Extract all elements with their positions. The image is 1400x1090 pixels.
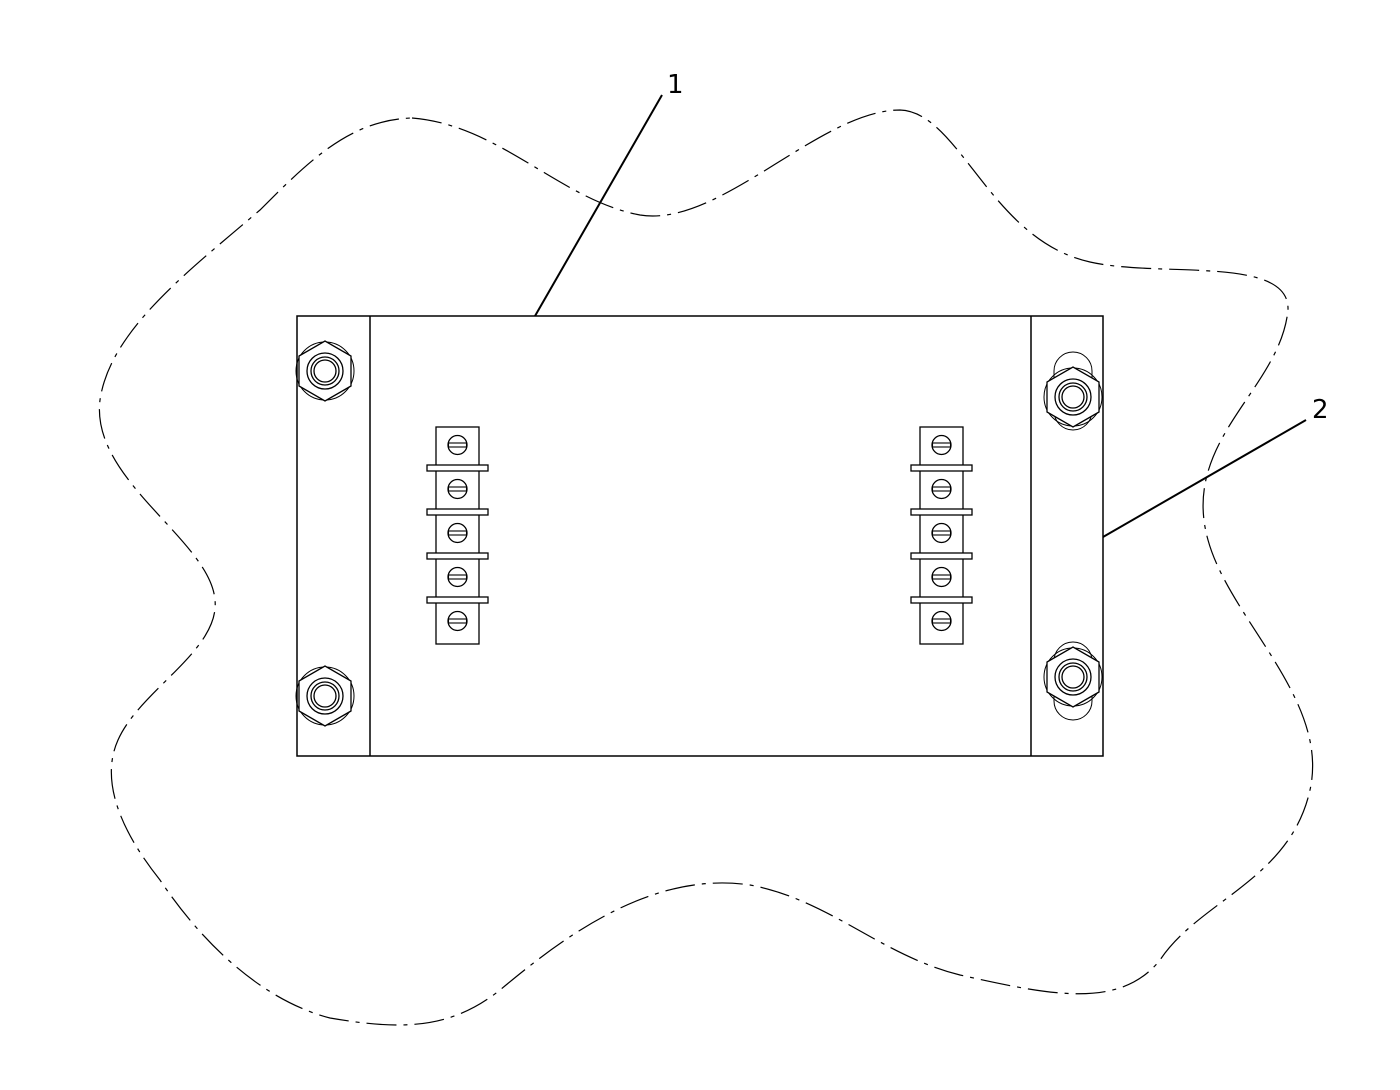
mounting-surface-boundary bbox=[98, 109, 1314, 1026]
screw-slot bbox=[931, 574, 952, 580]
panel-assembly bbox=[296, 315, 1104, 757]
stud-outer bbox=[310, 681, 340, 711]
nut-chamfer bbox=[306, 677, 344, 715]
screw-icon bbox=[931, 434, 952, 456]
hex-nut-icon bbox=[1043, 351, 1103, 431]
screw-slot bbox=[931, 530, 952, 536]
panel-outline bbox=[296, 315, 1104, 757]
screw-icon bbox=[931, 566, 952, 588]
leader-line-1 bbox=[534, 94, 663, 317]
stud-outer bbox=[310, 356, 340, 386]
terminal-barrier bbox=[426, 552, 489, 560]
terminal-barrier bbox=[426, 464, 489, 472]
screw-icon bbox=[447, 522, 468, 544]
screw-slot bbox=[447, 486, 468, 492]
hex-outline bbox=[1046, 366, 1100, 428]
nut-chamfer bbox=[1054, 658, 1092, 696]
terminal-block-right bbox=[910, 426, 973, 645]
terminal-block-left bbox=[426, 426, 489, 645]
screw-icon bbox=[931, 522, 952, 544]
stud-outer bbox=[1058, 382, 1088, 412]
stud-inner bbox=[313, 359, 337, 383]
screw-slot bbox=[447, 442, 468, 448]
nut-chamfer bbox=[306, 352, 344, 390]
leader-line-2 bbox=[1102, 419, 1307, 538]
hex-nut-icon bbox=[295, 340, 355, 402]
stud-inner bbox=[1061, 385, 1085, 409]
screw-slot bbox=[931, 618, 952, 624]
stud-inner bbox=[313, 684, 337, 708]
screw-slot bbox=[447, 618, 468, 624]
screw-slot bbox=[931, 442, 952, 448]
hex-outline bbox=[1046, 646, 1100, 708]
terminal-barrier bbox=[910, 508, 973, 516]
screw-slot bbox=[447, 530, 468, 536]
callout-2: 2 bbox=[1312, 395, 1329, 425]
hex-nut-icon bbox=[295, 665, 355, 727]
screw-slot bbox=[447, 574, 468, 580]
nut-chamfer bbox=[1054, 378, 1092, 416]
screw-icon bbox=[447, 478, 468, 500]
hex-nut-icon bbox=[1043, 641, 1103, 721]
screw-slot bbox=[931, 486, 952, 492]
terminal-barrier bbox=[426, 508, 489, 516]
screw-icon bbox=[931, 478, 952, 500]
screw-icon bbox=[447, 566, 468, 588]
mounting-fasteners bbox=[295, 340, 1103, 727]
screw-icon bbox=[447, 434, 468, 456]
screw-icon bbox=[931, 610, 952, 632]
hex-outline bbox=[298, 665, 352, 727]
terminal-barrier bbox=[910, 552, 973, 560]
terminal-barrier bbox=[910, 596, 973, 604]
stud-outer bbox=[1058, 662, 1088, 692]
stud-inner bbox=[1061, 665, 1085, 689]
terminal-barrier bbox=[910, 464, 973, 472]
hex-outline bbox=[298, 340, 352, 402]
callout-1: 1 bbox=[667, 70, 684, 100]
terminal-barrier bbox=[426, 596, 489, 604]
screw-icon bbox=[447, 610, 468, 632]
